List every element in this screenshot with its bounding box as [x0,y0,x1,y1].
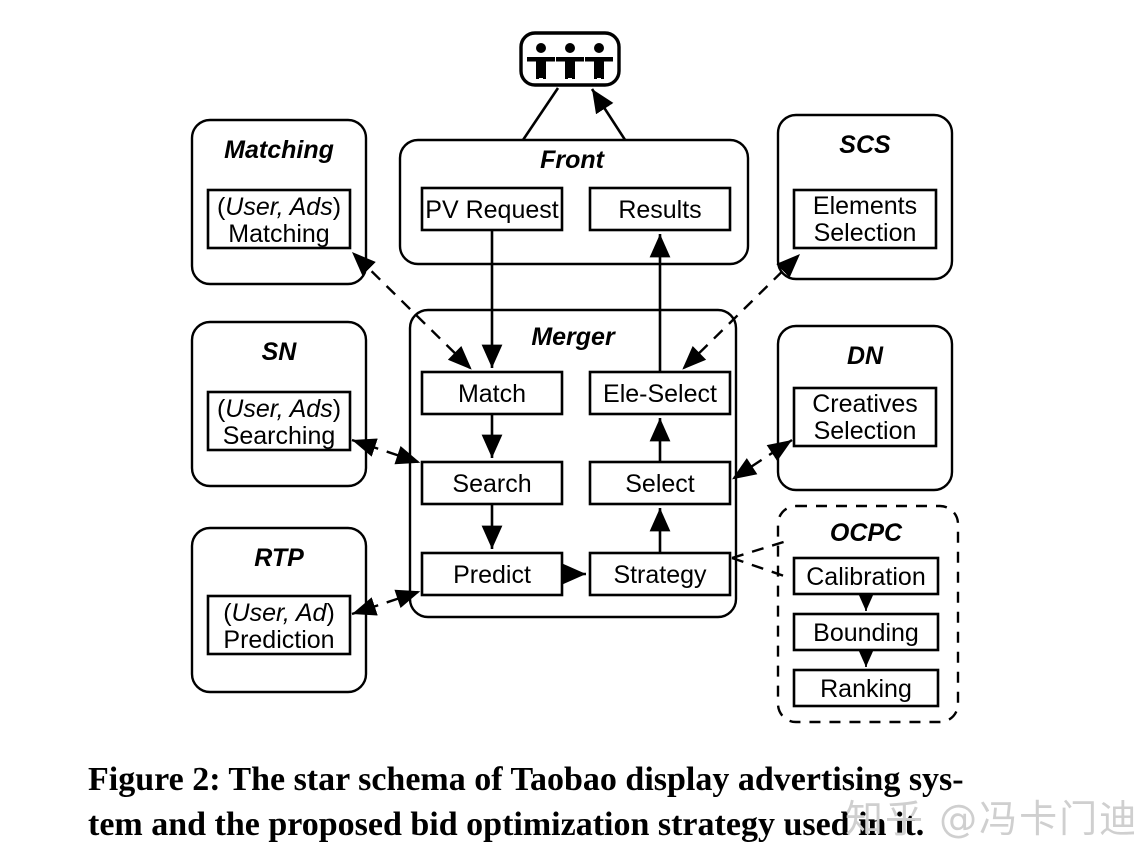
node-sn-line2: Searching [223,422,336,450]
node-rtp-line2: Prediction [223,626,334,654]
panel-scs-title: SCS [839,131,891,159]
panel-matching-title: Matching [224,136,334,164]
edge-match-to-matching-service [351,251,472,370]
node-strategy[interactable] [588,551,732,597]
panel-sn[interactable]: SN (User, Ads) Searching [190,320,368,488]
edge-strategy-to-ocpc-lower [731,556,791,580]
node-select-label: Select [625,470,695,498]
panel-matching[interactable]: Matching (User, Ads) Matching [190,118,368,286]
panel-rtp[interactable]: RTP (User, Ad) Prediction [190,526,368,694]
edge-predict-to-rtp-service [351,589,421,616]
node-scs-line2: Selection [814,219,917,247]
node-results-label: Results [618,196,701,224]
node-matching-line2: Matching [228,220,329,248]
edge-search-to-sn-service [351,438,421,465]
node-strategy-label: Strategy [613,561,707,589]
panel-front-title: Front [540,146,606,174]
node-dn-box[interactable] [792,386,938,448]
figure-caption-line1: Figure 2: The star schema of Taobao disp… [88,761,964,798]
node-rtp-box[interactable] [206,594,352,656]
panel-rtp-title: RTP [254,544,304,572]
person-figure [556,43,584,79]
node-bounding-label: Bounding [813,619,919,647]
node-match[interactable] [420,370,564,416]
node-dn-line2: Selection [814,417,917,445]
node-predict-label: Predict [453,561,531,589]
panel-ocpc[interactable]: OCPC Calibration Bounding Ranking [776,504,960,724]
node-predict[interactable] [420,551,564,597]
node-results[interactable] [588,186,732,232]
node-ranking[interactable] [792,668,940,708]
node-ele-select-label: Ele-Select [603,380,717,408]
node-select[interactable] [588,460,732,506]
node-pv-request-label: PV Request [425,196,558,224]
node-scs-box[interactable] [792,188,938,250]
edge-ele-select-to-scs-service [682,253,801,370]
figure-caption-line2: tem and the proposed bid optimization st… [88,806,925,843]
panel-front[interactable]: Front PV Request Results [398,138,750,266]
node-ele-select[interactable] [588,370,732,416]
node-search[interactable] [420,460,564,506]
node-sn-line1: (User, Ads) [217,395,341,423]
node-sn-box[interactable] [206,390,352,452]
node-pv-request[interactable] [420,186,564,232]
person-figure [585,43,613,79]
figure-caption: Figure 2: The star schema of Taobao disp… [88,757,1134,847]
panel-merger[interactable]: Merger Match Ele-Select Search Select Pr… [408,308,738,619]
panel-sn-title: SN [262,338,298,366]
panel-scs[interactable]: SCS Elements Selection [776,113,954,281]
panel-dn[interactable]: DN Creatives Selection [776,324,954,492]
node-match-label: Match [458,380,526,408]
node-ranking-label: Ranking [820,675,912,703]
panel-dn-title: DN [847,342,884,370]
panel-merger-title: Merger [531,323,616,351]
node-search-label: Search [452,470,531,498]
node-scs-line1: Elements [813,192,917,220]
person-figure [527,43,555,79]
edge-select-to-dn-service [731,438,793,480]
users-icon [519,31,621,87]
node-rtp-line1: (User, Ad) [223,599,335,627]
node-calibration-label: Calibration [806,563,926,591]
edge-strategy-to-ocpc-upper [731,538,791,560]
node-matching-line1: (User, Ads) [217,193,341,221]
panel-ocpc-title: OCPC [830,519,903,547]
node-dn-line1: Creatives [812,390,918,418]
node-matching-box[interactable] [206,188,352,250]
